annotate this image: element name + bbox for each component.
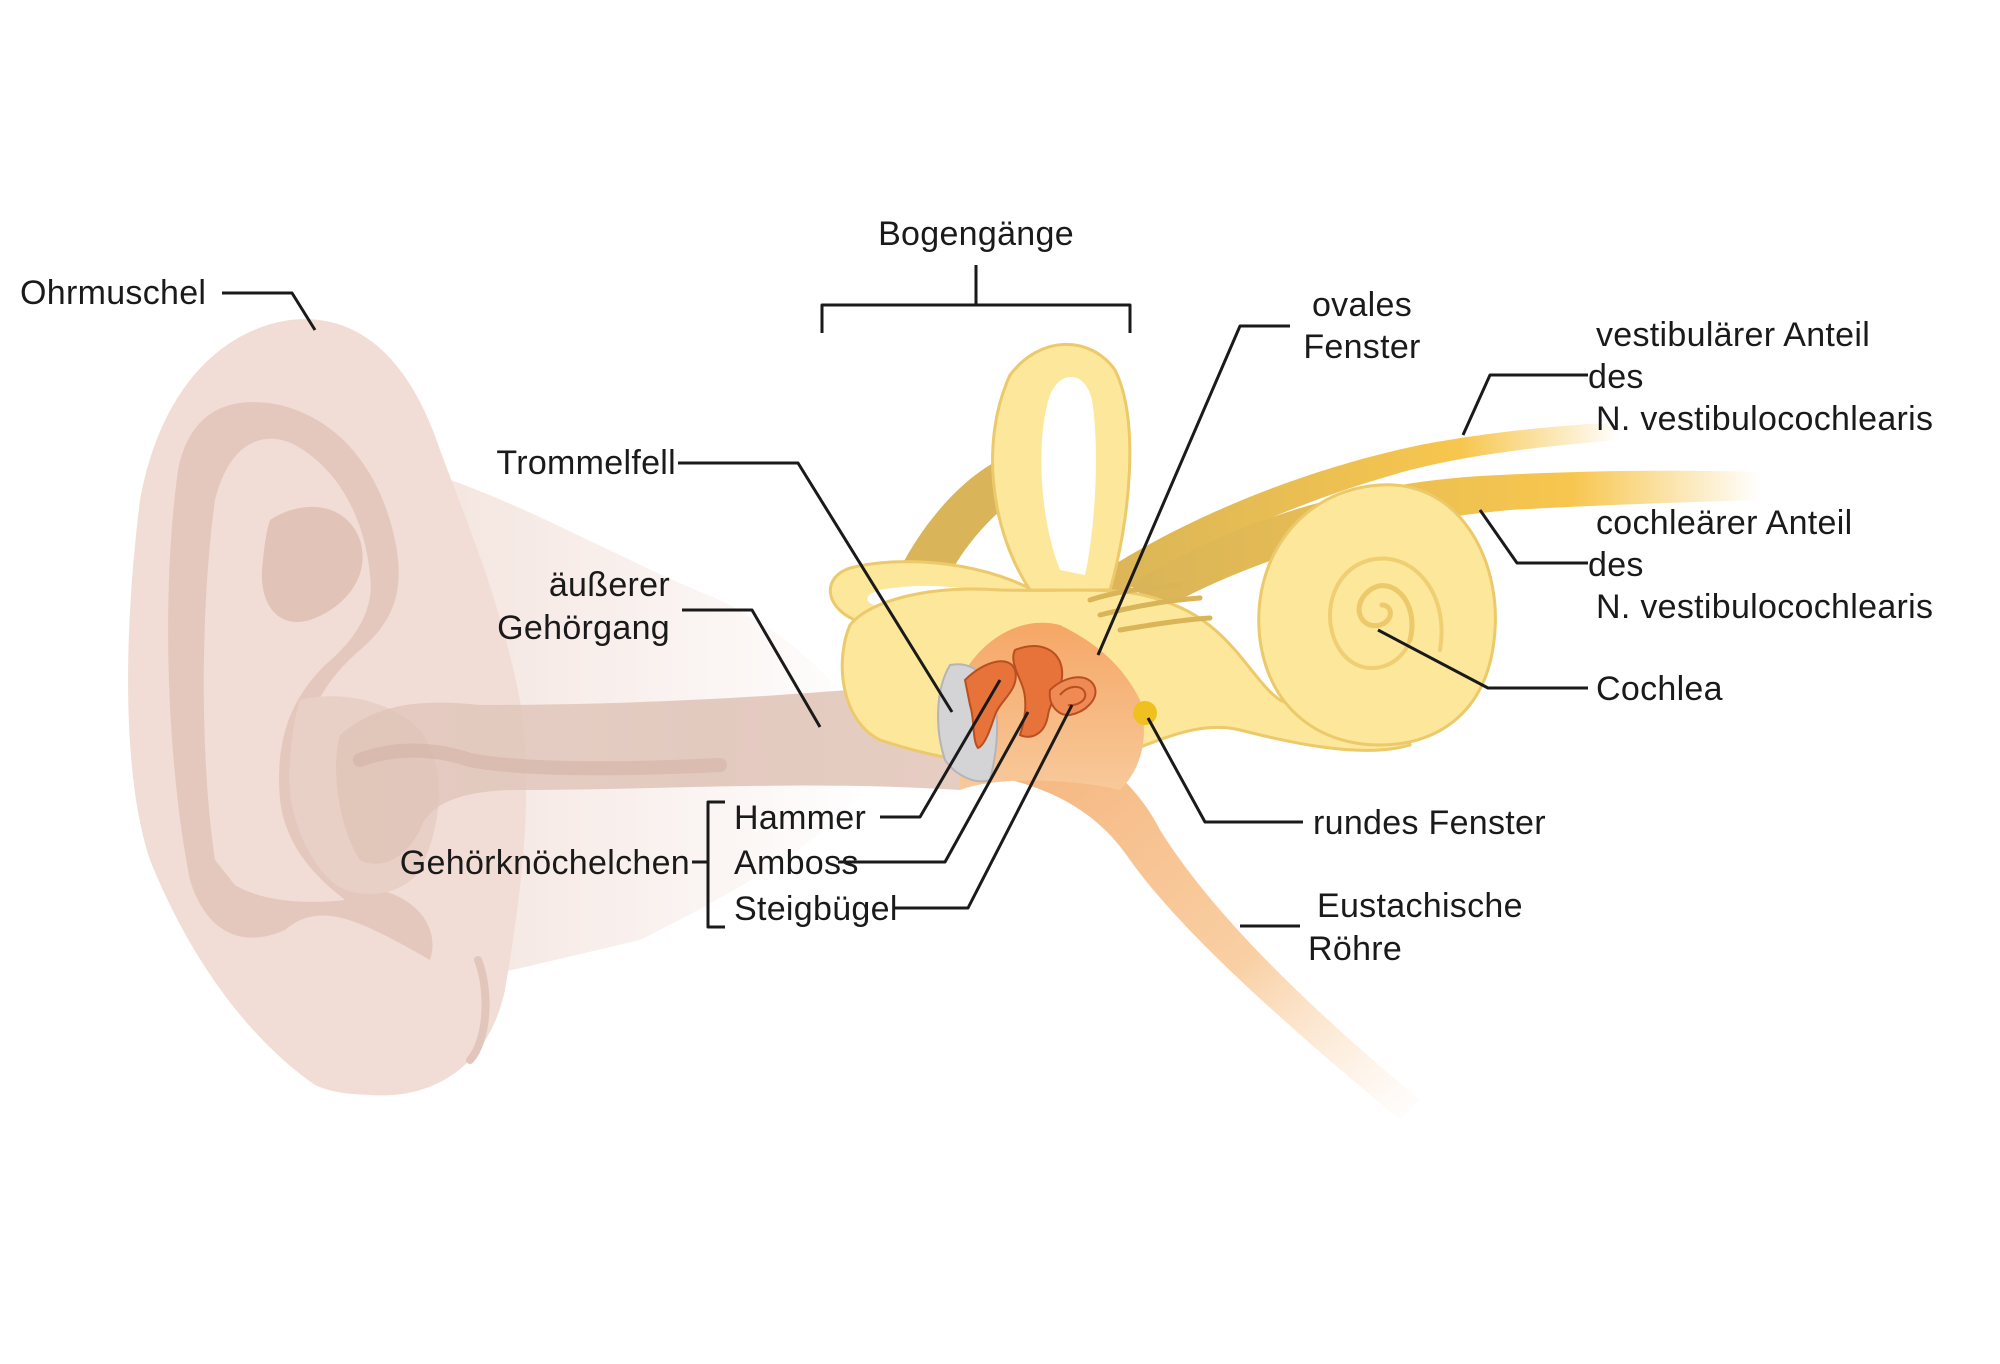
label-eustachische-2: Röhre: [1308, 930, 1402, 968]
cochlea-spiral: [1356, 583, 1415, 643]
leader-steigbuegel: [895, 704, 1074, 910]
stirrup-ossicle: [1048, 676, 1097, 717]
bracket-gehoerknoechelchen: [692, 800, 725, 929]
labels: Ohrmuschel Bogengänge Trommelfell äußere…: [20, 215, 1933, 968]
cochlea-spiral-outer: [1328, 556, 1444, 670]
outer-ear: [128, 319, 880, 1096]
label-gehoergang-2: Gehörgang: [497, 609, 670, 647]
label-hammer: Hammer: [734, 799, 866, 837]
label-ovales-fenster-2: Fenster: [1303, 328, 1420, 366]
leader-vestibular: [1461, 373, 1588, 436]
label-cochlear-3: N. vestibulocochlearis: [1596, 588, 1933, 626]
hammer-ossicle: [963, 660, 1017, 750]
round-window: [1133, 701, 1157, 725]
label-bogengaenge: Bogengänge: [878, 215, 1074, 253]
nerve-fibers: [1087, 582, 1213, 633]
vestibular-nerve: [1090, 422, 1620, 600]
leader-lines: [222, 265, 1588, 929]
middle-ear: [937, 622, 1420, 1120]
concha: [261, 506, 363, 622]
leader-trommelfell: [678, 461, 954, 713]
label-cochlea: Cochlea: [1596, 670, 1723, 708]
leader-amboss: [838, 711, 1030, 864]
ear-canal-shadow: [353, 743, 727, 776]
lobule-crease: [466, 956, 490, 1064]
label-steigbuegel: Steigbügel: [734, 890, 898, 928]
label-trommelfell: Trommelfell: [496, 444, 676, 482]
leader-rundes-fenster: [1146, 717, 1303, 824]
cochlea: [1257, 483, 1497, 747]
bracket-bogengaenge: [820, 265, 1132, 333]
leader-cochlea: [1377, 628, 1588, 690]
cochlear-nerve: [1130, 470, 1760, 610]
leader-gehoergang: [682, 608, 822, 728]
label-cochlear-2: des: [1588, 546, 1644, 584]
label-vestibular-2: des: [1588, 358, 1644, 396]
label-vestibular-3: N. vestibulocochlearis: [1596, 400, 1933, 438]
stirrup-arch: [1059, 685, 1087, 707]
leader-hammer: [880, 679, 1002, 819]
label-gehoergang-1: äußerer: [549, 566, 670, 604]
superior-canal-lumen: [1041, 376, 1096, 575]
label-ohrmuschel: Ohrmuschel: [20, 274, 206, 312]
label-vestibular-1: vestibulärer Anteil: [1596, 316, 1870, 354]
label-amboss: Amboss: [734, 844, 859, 882]
label-eustachische-1: Eustachische: [1317, 887, 1523, 925]
label-cochlear-1: cochleärer Anteil: [1596, 504, 1852, 542]
label-gehoerknoechelchen: Gehörknöchelchen: [400, 844, 690, 882]
leader-ovales-fenster: [1096, 324, 1290, 656]
label-rundes-fenster: rundes Fenster: [1313, 804, 1546, 842]
label-ovales-fenster-1: ovales: [1312, 286, 1412, 324]
leader-ohrmuschel: [222, 291, 317, 331]
leader-cochlear: [1478, 509, 1588, 565]
eustachian-tube: [960, 735, 1420, 1120]
